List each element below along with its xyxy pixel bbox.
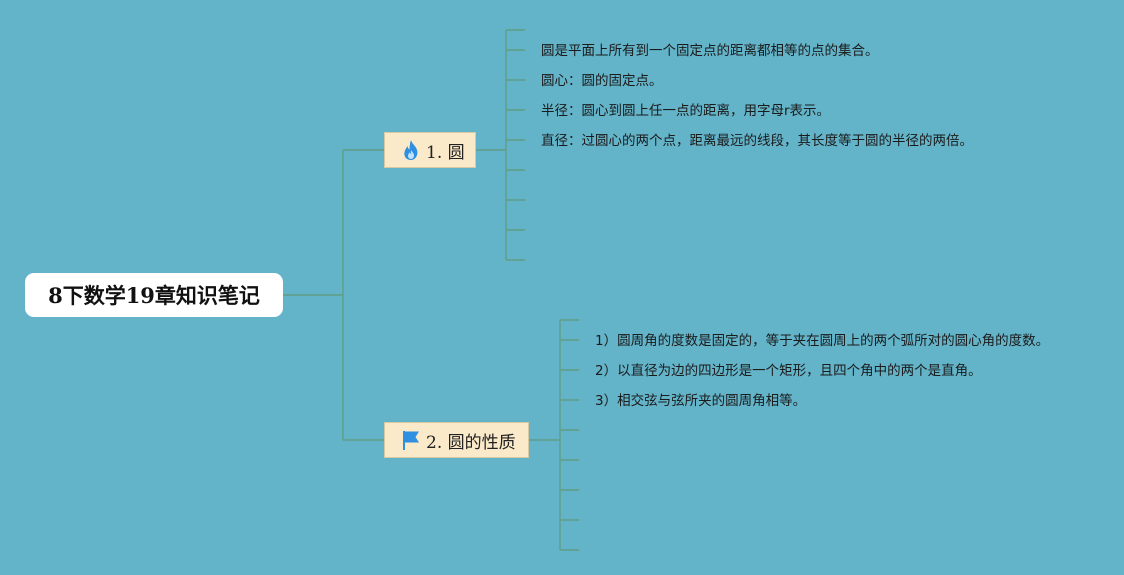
branch-1-item-3[interactable]: 半径：圆心到圆上任一点的距离，用字母r表示。: [541, 103, 831, 119]
branch-2-item-2[interactable]: 2）以直径为边的四边形是一个矩形，且四个角中的两个是直角。: [595, 363, 982, 379]
branch-2-item-3[interactable]: 3）相交弦与弦所夹的圆周角相等。: [595, 393, 807, 409]
branch-2-label: 2. 圆的性质: [426, 432, 516, 453]
branch-1-item-4[interactable]: 直径：过圆心的两个点，距离最远的线段，其长度等于圆的半径的两倍。: [541, 133, 973, 149]
branch-node-circle-properties[interactable]: 2. 圆的性质: [384, 422, 529, 458]
fire-icon: [401, 139, 421, 161]
branch-1-label: 1. 圆: [426, 142, 465, 163]
branch-1-item-2[interactable]: 圆心：圆的固定点。: [541, 73, 663, 89]
branch-2-item-1[interactable]: 1）圆周角的度数是固定的，等于夹在圆周上的两个弧所对的圆心角的度数。: [595, 333, 1050, 349]
root-node[interactable]: 8下数学19章知识笔记: [25, 273, 283, 317]
flag-icon: [401, 429, 421, 451]
branch-1-item-1[interactable]: 圆是平面上所有到一个固定点的距离都相等的点的集合。: [541, 43, 879, 59]
branch-node-circle[interactable]: 1. 圆: [384, 132, 476, 168]
root-title: 8下数学19章知识笔记: [48, 283, 260, 308]
